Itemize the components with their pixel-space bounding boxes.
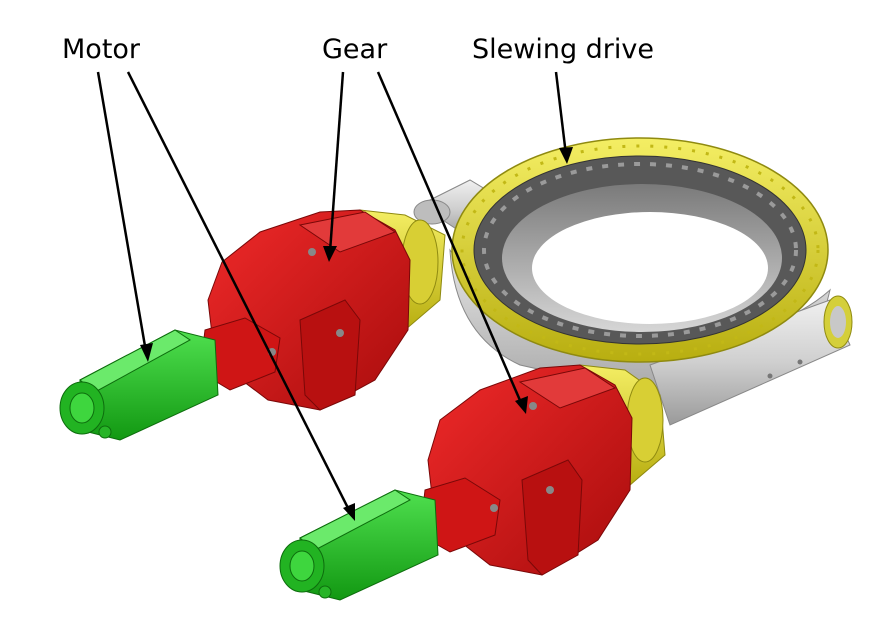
gear-leader-line-lower: [376, 71, 524, 406]
lower-gear-unit: [419, 364, 666, 576]
slewing-drive-leader-line: [554, 71, 568, 156]
slewing-ring: [451, 137, 829, 363]
motor-arrowhead-upper: [140, 343, 153, 362]
upper-gear-unit: [199, 209, 446, 411]
slewing-drive-arrowhead: [559, 147, 573, 164]
gear-leader-line-upper: [328, 71, 345, 253]
motor-arrowhead-lower: [343, 503, 355, 521]
leader-lines: [96, 71, 568, 513]
lower-motor: [279, 489, 439, 601]
motor-leader-line-lower: [126, 71, 352, 513]
upper-motor: [59, 329, 219, 441]
gear-arrowhead-upper: [323, 246, 337, 262]
motor-label: Motor: [62, 34, 141, 65]
motor-leader-line-upper: [96, 71, 148, 353]
leader-arrowheads: [140, 147, 573, 521]
gear-label: Gear: [322, 34, 388, 65]
slewing-drive-label: Slewing drive: [472, 34, 654, 65]
gear-arrowhead-lower: [515, 396, 528, 414]
